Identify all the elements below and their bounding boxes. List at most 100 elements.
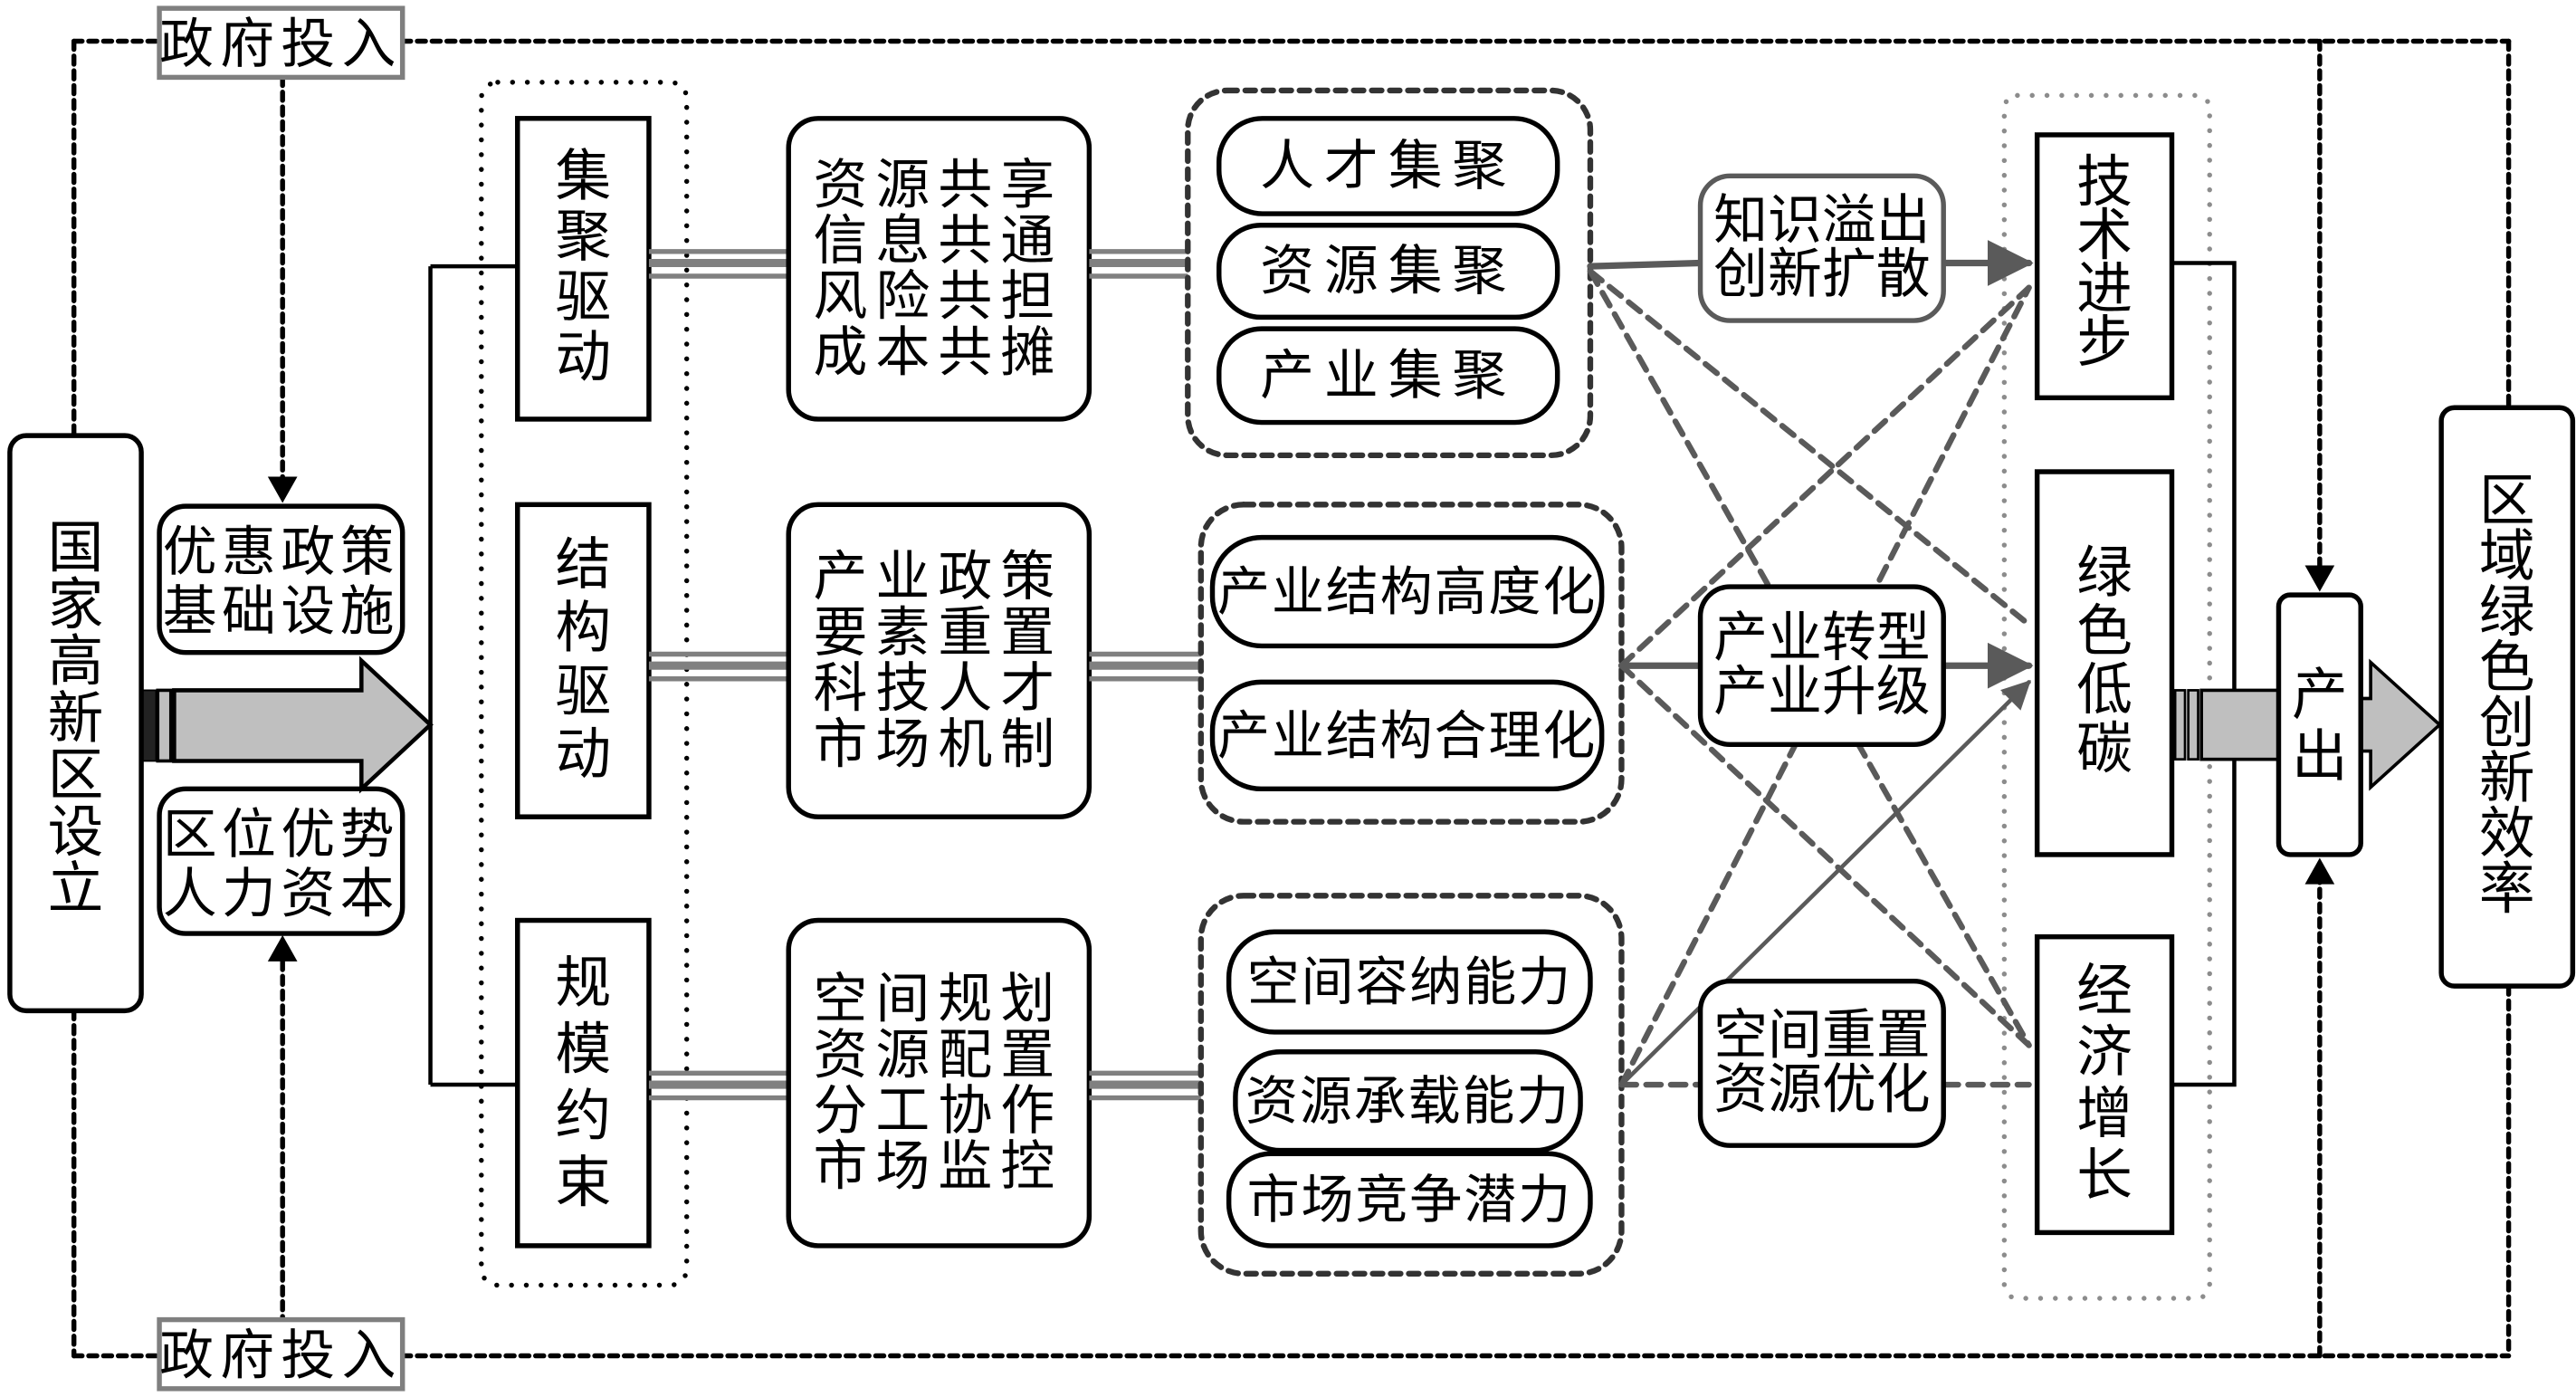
triple-link (648, 249, 789, 279)
outcome-label-char: 色 (2076, 598, 2132, 664)
driver-label-char: 规 (555, 951, 611, 1016)
link-g1-to-green (1587, 268, 2032, 627)
origin-label-char: 高 (48, 629, 104, 694)
mechanism-line: 市场机制 (813, 713, 1063, 776)
outcome-label-char: 进 (2076, 256, 2132, 321)
mechanism-line: 市场监控 (813, 1135, 1063, 1199)
outcome-label-char: 低 (2076, 657, 2132, 722)
result-label-char: 创 (2479, 690, 2535, 755)
outcome-label-char: 碳 (2076, 716, 2132, 781)
channel-line: 知识溢出 (1713, 188, 1931, 252)
effect-label: 资源承载能力 (1245, 1070, 1570, 1132)
driver-label-char: 构 (555, 595, 611, 660)
effect-label: 产业结构合理化 (1217, 704, 1597, 766)
up-arrow-icon (267, 934, 298, 962)
mechanism-line: 产业政策 (813, 545, 1063, 608)
output-box: 产出 (2275, 592, 2363, 857)
effect-pill: 人才集聚 (1216, 116, 1560, 216)
result-label-char: 绿 (2479, 579, 2535, 645)
mechanism-line: 信息共通 (813, 209, 1063, 273)
driver-label-char: 结 (555, 532, 611, 598)
result-label-char: 域 (2479, 524, 2535, 589)
output-label-char: 产 (2292, 662, 2348, 727)
channel-line: 资源优化 (1713, 1057, 1931, 1121)
result-label-char: 色 (2479, 635, 2535, 700)
result-label-char: 率 (2479, 856, 2535, 922)
driver-label-char: 约 (555, 1084, 611, 1149)
condition-line: 基础设施 (163, 579, 399, 643)
triple-link (648, 1070, 789, 1101)
origin-label-char: 家 (48, 572, 104, 637)
triple-link (1089, 1070, 1201, 1101)
effect-pill: 空间容纳能力 (1226, 929, 1593, 1035)
outcome-label-char: 绿 (2076, 540, 2132, 605)
effect-pill: 资源集聚 (1216, 223, 1560, 321)
driver-label-char: 束 (555, 1150, 611, 1215)
result-label-char: 区 (2479, 468, 2535, 533)
main-effect-links (1587, 240, 2034, 1087)
driver-label-char: 驱 (555, 658, 611, 723)
link-g2-to-tech (1618, 284, 2032, 669)
government-feedback-loop (71, 38, 2512, 1359)
up-arrow-icon (2304, 857, 2335, 885)
government-input-bottom-label: 政府投入 (159, 1324, 403, 1387)
main-flow-arrow (142, 655, 434, 794)
triple-link (648, 651, 789, 682)
driver-label-char: 集 (555, 143, 611, 208)
condition-box-policy: 优惠政策 基础设施 (157, 503, 405, 655)
condition-line: 区位优势 (163, 803, 399, 866)
output-label-char: 出 (2292, 723, 2348, 789)
origin-label-char: 国 (48, 515, 104, 580)
mechanism-line: 分工协作 (813, 1079, 1063, 1143)
origin-label-char: 新 (48, 685, 104, 751)
government-input-top-label: 政府投入 (159, 13, 403, 76)
driver-label-char: 动 (555, 325, 611, 390)
result-flow-arrow (2359, 658, 2443, 791)
channel-line: 产业升级 (1713, 660, 1931, 723)
effect-label: 资源集聚 (1260, 240, 1516, 303)
outcome-group-outline (2001, 92, 2212, 1301)
condition-line: 人力资本 (163, 862, 399, 925)
mechanism-line: 资源配置 (813, 1023, 1063, 1086)
down-arrow-icon (2304, 565, 2335, 592)
result-label-char: 效 (2479, 801, 2535, 866)
outcome-label-char: 技 (2076, 149, 2132, 215)
output-flow-arrow (2173, 688, 2283, 761)
outcome-label-char: 步 (2076, 310, 2132, 375)
condition-line: 优惠政策 (163, 521, 399, 584)
origin-label-char: 区 (48, 742, 104, 808)
outcome-label-char: 增 (2076, 1081, 2132, 1146)
triple-link (1089, 651, 1201, 682)
down-arrow-icon (267, 476, 298, 503)
effect-label: 市场竞争潜力 (1247, 1169, 1572, 1230)
channel-line: 空间重置 (1713, 1004, 1931, 1067)
origin-label-char: 立 (48, 856, 104, 922)
effect-label: 产业集聚 (1260, 344, 1516, 407)
origin-label-char: 设 (48, 799, 104, 865)
government-input-bottom: 政府投入 (157, 1316, 405, 1392)
channel-line: 产业转型 (1713, 606, 1931, 669)
driver-label-char: 聚 (555, 204, 611, 269)
effect-pill: 市场竞争潜力 (1226, 1151, 1593, 1249)
outcome-label-char: 长 (2076, 1143, 2132, 1208)
effect-label: 产业结构高度化 (1217, 560, 1597, 622)
driver-group-outline (479, 80, 690, 1288)
driver-branch-connector (428, 263, 518, 1087)
